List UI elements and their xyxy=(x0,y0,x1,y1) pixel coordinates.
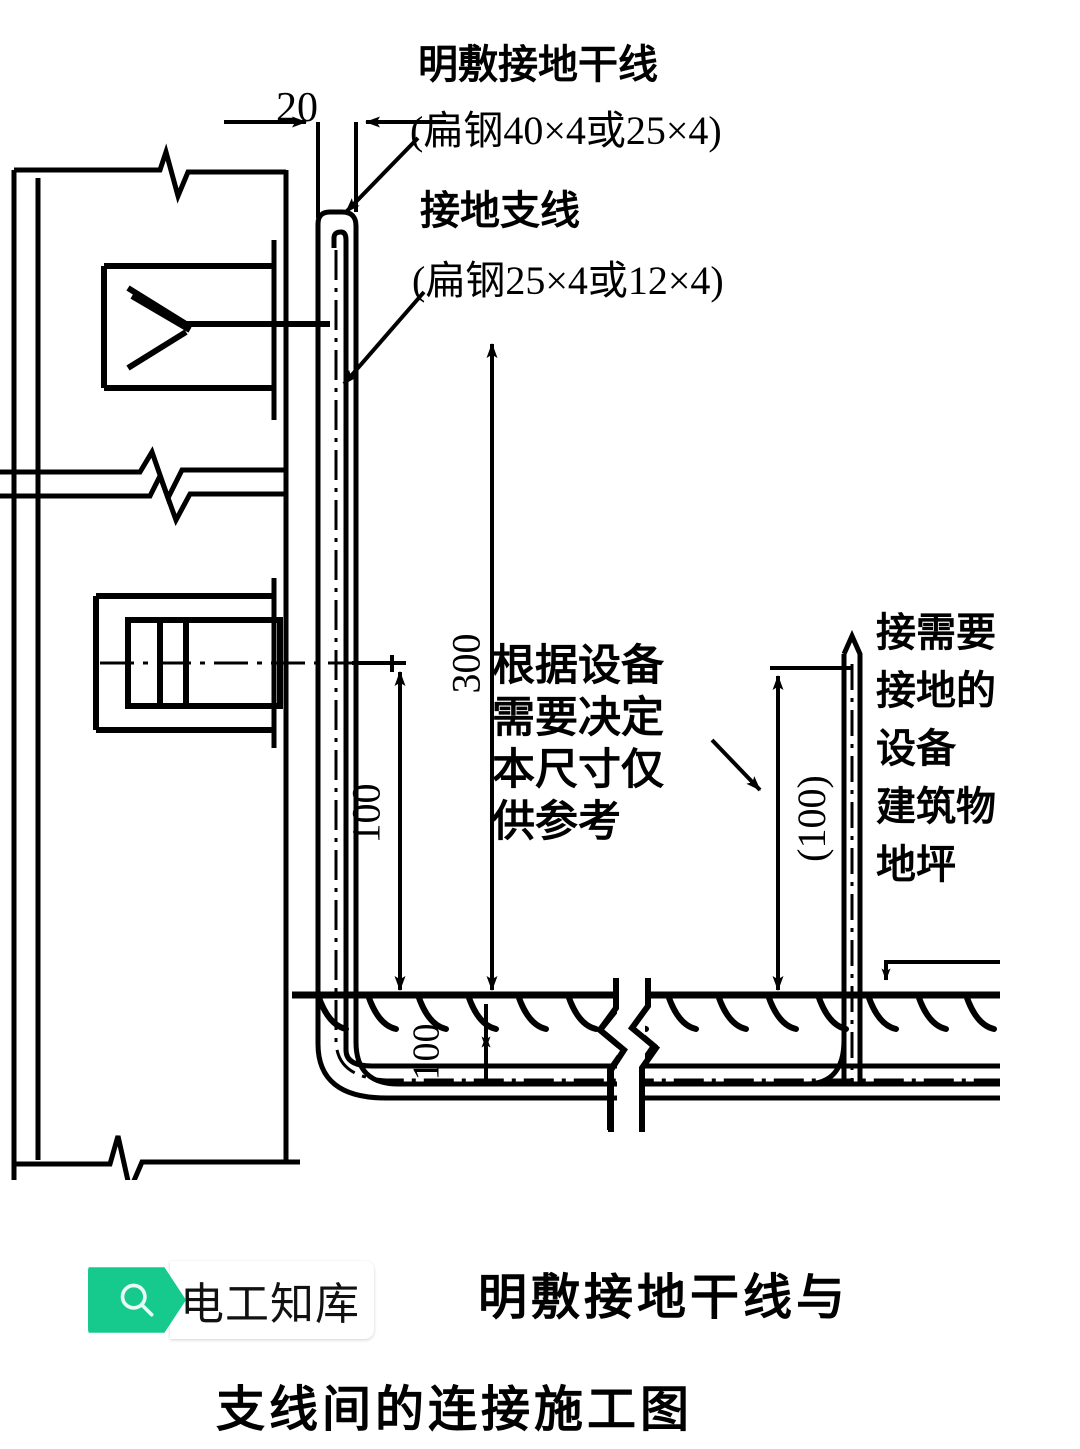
main-grounding-bar xyxy=(315,209,1000,1101)
annotation-main-line-spec: (扁钢40×4或25×4) xyxy=(410,108,722,153)
logo-text-container: 电工知库 xyxy=(170,1261,374,1339)
engineering-drawing xyxy=(0,116,1000,1180)
annotation-main-line-title: 明敷接地干线 xyxy=(418,42,658,88)
floor-break-line xyxy=(0,446,286,527)
caption-line-2: 支线间的连接施工图 xyxy=(216,1381,694,1438)
riser-bar xyxy=(841,629,863,1084)
dimension-label-right-depth: (100) xyxy=(788,775,834,862)
watermark-logo: 电工知库 xyxy=(88,1261,374,1339)
dimension-label-wall-offset: 20 xyxy=(276,85,318,131)
dim-100-right-line xyxy=(770,666,852,991)
search-icon xyxy=(115,1278,159,1322)
leader-branch-line xyxy=(342,290,426,386)
caption-line-1: 明敷接地干线与 xyxy=(478,1269,850,1326)
logo-label: 电工知库 xyxy=(180,1279,360,1330)
leader-main-line xyxy=(344,136,420,214)
dim-20-line xyxy=(224,116,446,218)
note-right-equipment: 接需要 接地的 设备 建筑物 地坪 xyxy=(876,610,996,888)
dimension-label-main-height: 300 xyxy=(443,633,489,694)
logo-badge xyxy=(88,1267,186,1333)
upper-bracket xyxy=(101,263,274,391)
y-connector xyxy=(126,285,330,371)
dimension-label-branch-height: 100 xyxy=(343,783,389,844)
note-center-sizing: 根据设备 需要决定 本尺寸仅 供参考 xyxy=(492,641,664,847)
leader-center-note xyxy=(710,738,762,792)
dimension-label-burial-depth: 100 xyxy=(405,1023,448,1081)
main-bar-centerline xyxy=(334,250,1000,1082)
annotation-branch-line-title: 接地支线 xyxy=(420,188,580,234)
leader-ground-level xyxy=(881,960,1000,981)
bracket-strap-upper xyxy=(271,240,289,420)
dim-100-left-line xyxy=(352,661,406,991)
annotation-branch-line-spec: (扁钢25×4或12×4) xyxy=(412,258,724,303)
riser-elbow xyxy=(805,1039,847,1087)
lower-bracket xyxy=(93,593,274,733)
break-symbol-horizontal-edges xyxy=(595,978,661,1132)
